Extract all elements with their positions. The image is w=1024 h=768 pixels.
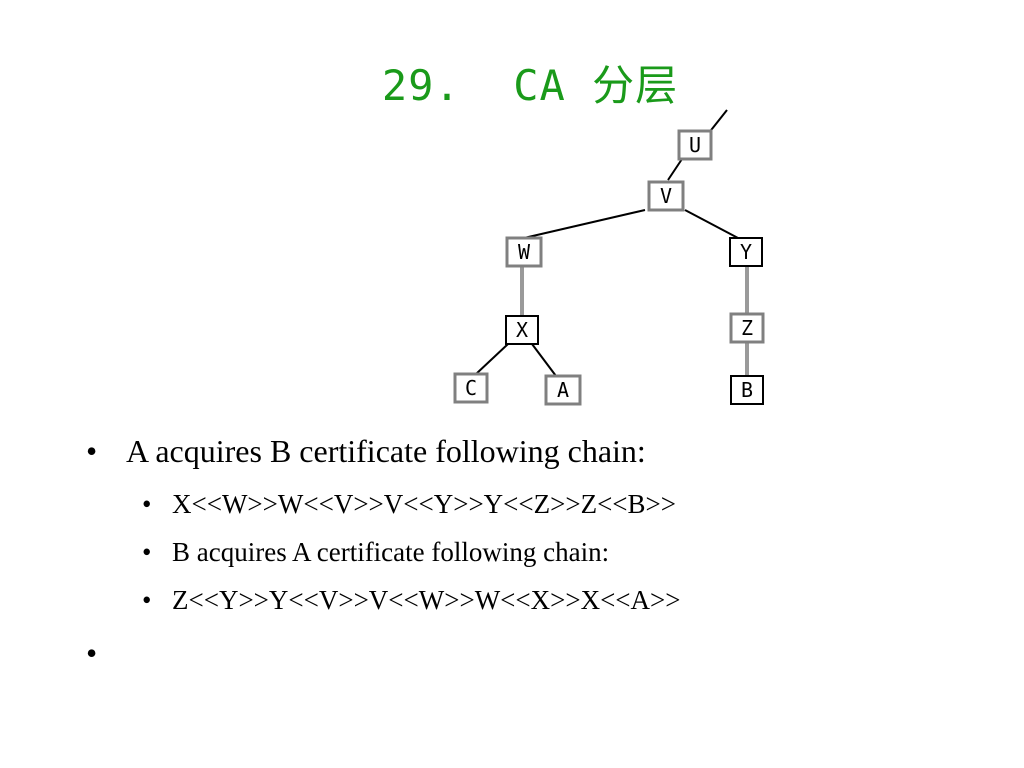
bullet-list: • A acquires B certificate following cha… (86, 428, 986, 676)
tree-node-c-label: C (465, 376, 477, 400)
tree-node-b-label: B (741, 378, 753, 402)
tree-node-x: X (505, 315, 539, 345)
bullet-item-empty: • (86, 630, 986, 676)
bullet-dot: • (142, 537, 152, 567)
bullet-subitem: • B acquires A certificate following cha… (142, 528, 986, 576)
bullet-dot: • (86, 635, 98, 671)
tree-node-u-label: U (689, 133, 701, 157)
edge-x-c (475, 343, 509, 375)
bullet-dot: • (142, 585, 152, 615)
tree-node-z: Z (729, 312, 765, 344)
edge-v-w (523, 209, 646, 239)
tree-node-a-label: A (557, 378, 569, 402)
tree-node-y: Y (729, 237, 763, 267)
slide-title: 29. CA 分层 (381, 61, 679, 110)
bullet-text: A acquires B certificate following chain… (126, 433, 646, 469)
tree-node-w: W (505, 236, 543, 268)
tree-node-w-label: W (518, 240, 531, 264)
bullet-text: Z<<Y>>Y<<V>>V<<W>>W<<X>>X<<A>> (172, 585, 681, 615)
bullet-subitem: • Z<<Y>>Y<<V>>V<<W>>W<<X>>X<<A>> (142, 576, 986, 624)
ca-hierarchy-diagram: U V W Y X Z C (453, 109, 765, 406)
bullet-subitem: • X<<W>>W<<V>>V<<Y>>Y<<Z>>Z<<B>> (142, 480, 986, 528)
bullet-dot: • (142, 489, 152, 519)
bullet-text: B acquires A certificate following chain… (172, 537, 610, 567)
tree-node-b: B (730, 375, 764, 405)
tree-node-u: U (677, 129, 713, 161)
tree-node-y-label: Y (740, 240, 752, 264)
edge-v-y (684, 209, 739, 239)
bullet-text: X<<W>>W<<V>>V<<Y>>Y<<Z>>Z<<B>> (172, 489, 676, 519)
tree-node-a: A (544, 374, 582, 406)
tree-node-c: C (453, 372, 489, 404)
edge-x-a (531, 343, 557, 377)
bullet-dot: • (86, 433, 98, 469)
tree-node-x-label: X (516, 318, 528, 342)
tree-node-z-label: Z (741, 316, 753, 340)
tree-node-v-label: V (660, 184, 672, 208)
bullet-item: • A acquires B certificate following cha… (86, 428, 986, 474)
tree-node-v: V (647, 180, 685, 212)
